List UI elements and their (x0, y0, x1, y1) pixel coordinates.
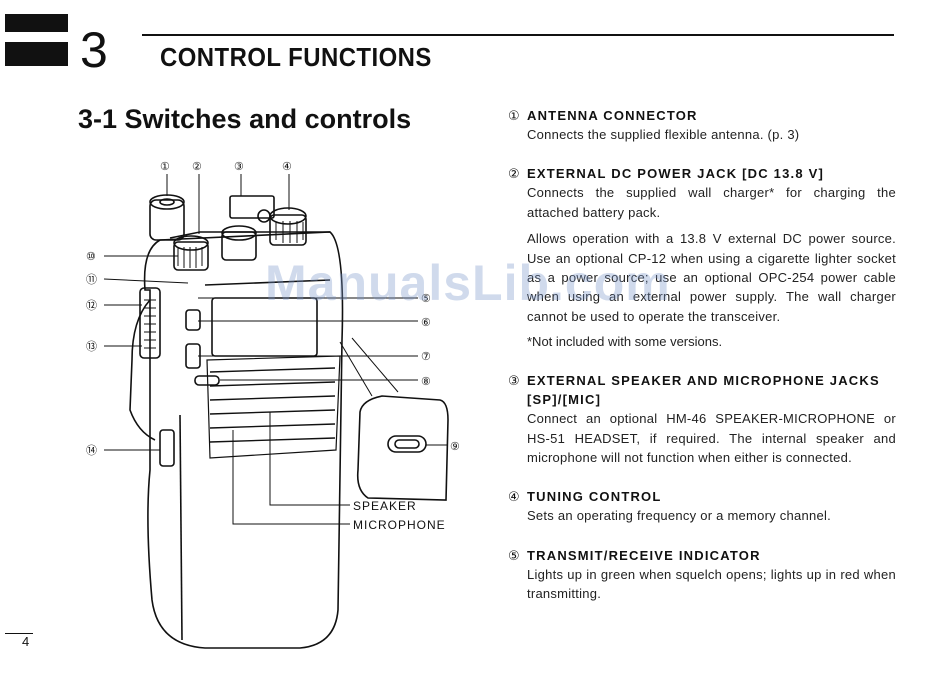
item-title: ANTENNA CONNECTOR (527, 108, 698, 123)
function-button-shape (185, 343, 201, 369)
speaker-grille-shape (209, 367, 336, 443)
ptt-button-shape (185, 309, 201, 331)
callout-11: ⑪ (86, 273, 97, 286)
callout-10: ⑩ (86, 251, 96, 263)
callout-1: ① (160, 161, 170, 173)
item-text: Connect an optional HM-46 SPEAKER-MICROP… (527, 411, 896, 466)
item-number: ③ (508, 373, 521, 389)
callout-8: ⑧ (421, 376, 431, 388)
item-external-dc-power-jack: ② EXTERNAL DC POWER JACK [DC 13.8 V] Conn… (508, 164, 896, 351)
item-external-speaker-mic-jacks: ③ EXTERNAL SPEAKER AND MICROPHONE JACKS [… (508, 371, 896, 467)
callout-4: ④ (282, 161, 292, 173)
item-antenna-connector: ① ANTENNA CONNECTOR Connects the supplied… (508, 106, 896, 144)
header-bar-top (5, 14, 68, 32)
radio-body-side (129, 299, 156, 441)
item-title: TUNING CONTROL (527, 489, 662, 505)
item-text: Sets an operating frequency or a memory … (527, 508, 831, 524)
chapter-title: CONTROL FUNCTIONS (160, 42, 432, 72)
item-text: Lights up in green when squelch opens; l… (527, 566, 896, 602)
item-number: ② (508, 166, 521, 182)
header-bar-bottom (5, 42, 68, 66)
callout-2: ② (192, 161, 202, 173)
footer-rule (5, 633, 33, 634)
section-title: 3-1 Switches and controls (78, 104, 412, 134)
page-number: 4 (22, 634, 30, 649)
volume-knob-shape (173, 241, 209, 271)
lock-lever-shape (387, 435, 427, 453)
radio-top-edge (169, 231, 330, 239)
callout-13: ⑬ (86, 340, 97, 353)
item-number: ① (508, 108, 521, 123)
callout-7: ⑦ (421, 351, 431, 363)
item-number: ④ (508, 489, 521, 505)
item-text: Connects the supplied wall charger* for … (527, 185, 896, 220)
item-number: ⑤ (508, 547, 521, 563)
magnifier-outline (356, 395, 449, 501)
radio-lower-body (179, 414, 183, 641)
antenna-connector-shape (149, 199, 185, 241)
item-footnote: *Not included with some versions. (527, 334, 723, 350)
item-transmit-receive-indicator: ⑤ TRANSMIT/RECEIVE INDICATOR Lights up in… (508, 546, 896, 604)
item-tuning-control: ④ TUNING CONTROL Sets an operating freque… (508, 487, 896, 525)
item-text: Connects the supplied flexible antenna. … (527, 127, 800, 142)
callout-12: ⑫ (86, 299, 97, 312)
item-text: Allows operation with a 13.8 V external … (527, 231, 896, 324)
tuning-knob-shape (269, 214, 307, 246)
squelch-knob-shape (221, 231, 257, 261)
display-window-shape (211, 297, 318, 357)
microphone-label: MICROPHONE (353, 518, 446, 532)
item-title: EXTERNAL SPEAKER AND MICROPHONE JACKS [S… (527, 373, 880, 408)
callout-3: ③ (234, 161, 244, 173)
transceiver-diagram: ① ② ③ ④ ⑤ ⑥ ⑦ ⑧ ⑨ ⑩ ⑪ ⑫ ⑬ ⑭ SPEAKER MICR… (86, 161, 460, 649)
controls-description-column: ① ANTENNA CONNECTOR Connects the supplied… (508, 106, 896, 618)
chapter-number: 3 (80, 22, 108, 78)
callout-5: ⑤ (421, 293, 431, 305)
item-title: TRANSMIT/RECEIVE INDICATOR (527, 547, 761, 563)
item-title: EXTERNAL DC POWER JACK [DC 13.8 V] (527, 166, 824, 182)
header-rule (142, 34, 894, 36)
callout-9: ⑨ (450, 441, 460, 453)
callout-14: ⑭ (86, 444, 97, 457)
speaker-label: SPEAKER (353, 499, 417, 513)
callout-6: ⑥ (421, 317, 431, 329)
